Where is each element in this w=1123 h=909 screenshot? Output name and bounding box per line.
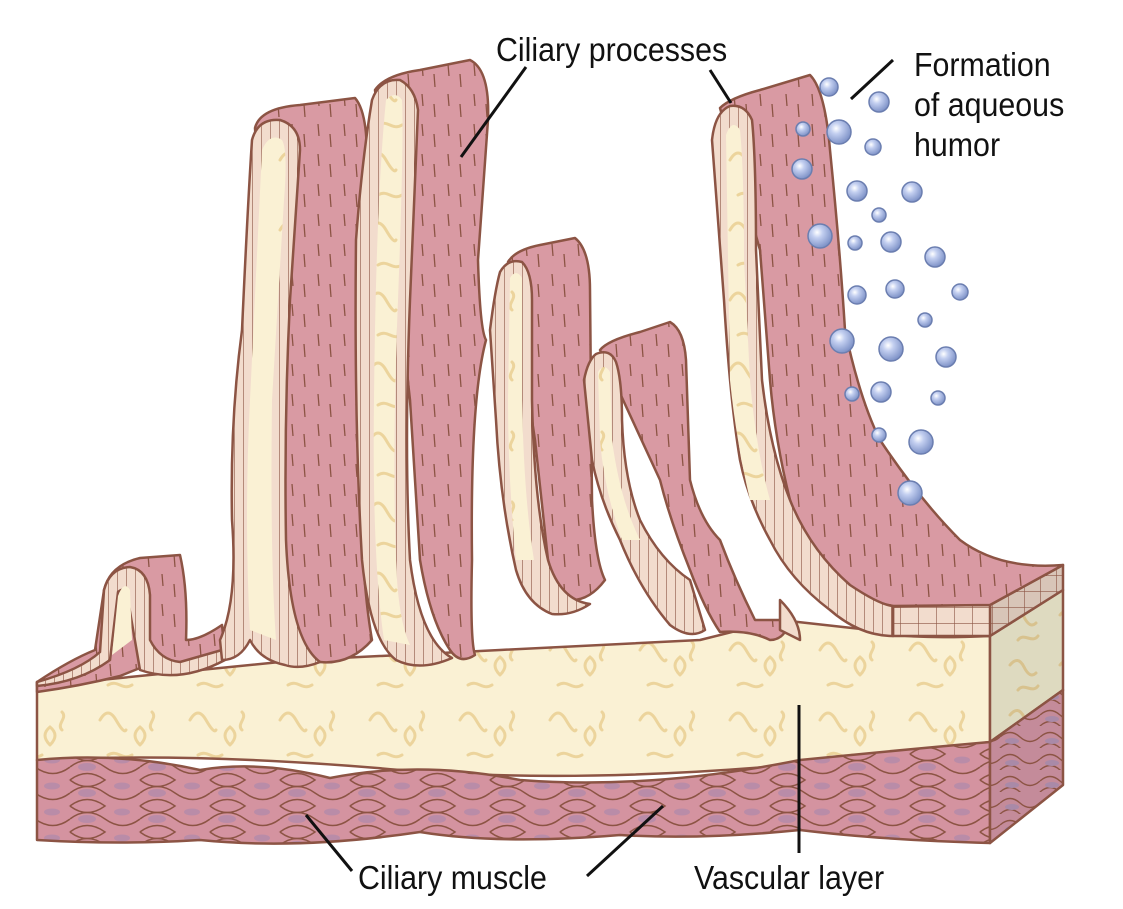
droplet [795, 121, 811, 137]
droplet [791, 158, 813, 180]
label-vascular-layer: Vascular layer [694, 859, 885, 896]
leader-lines [304, 58, 895, 878]
leader-aqueous-humor [849, 58, 895, 101]
droplet [868, 91, 890, 113]
droplet [908, 429, 934, 455]
leader-ciliary-muscle-right [585, 804, 665, 878]
droplet [924, 246, 946, 268]
aqueous-droplets [791, 77, 969, 506]
leader-ciliary-muscle-left [304, 814, 354, 872]
droplet [930, 390, 946, 406]
droplet [917, 312, 933, 328]
droplet [844, 386, 860, 402]
droplet [807, 223, 833, 249]
ciliary-process-2 [354, 58, 490, 667]
label-ciliary-processes: Ciliary processes [496, 31, 728, 68]
label-aqueous-line1: Formation [914, 46, 1051, 83]
droplet [935, 346, 957, 368]
droplet [880, 231, 902, 253]
ciliary-process-4 [582, 320, 792, 642]
label-aqueous-line2: of aqueous [914, 86, 1065, 123]
leader-ciliary-processes-right [708, 69, 733, 104]
ciliary-process-1 [218, 96, 374, 669]
droplet [826, 119, 852, 145]
droplet [846, 180, 868, 202]
ciliary-process-3 [488, 236, 607, 616]
droplet [885, 279, 905, 299]
droplet [951, 283, 969, 301]
droplet [871, 207, 887, 223]
ciliary-process-small [35, 553, 227, 694]
droplet [878, 336, 904, 362]
droplet [871, 427, 887, 443]
droplet [847, 235, 863, 251]
droplet [847, 285, 867, 305]
label-aqueous-line3: humor [914, 126, 1001, 163]
leader-ciliary-processes-left [459, 66, 528, 158]
droplet [819, 77, 839, 97]
droplet [870, 381, 892, 403]
label-ciliary-muscle: Ciliary muscle [358, 859, 547, 896]
droplet [864, 138, 882, 156]
droplet [897, 480, 923, 506]
droplet [901, 181, 923, 203]
droplet [829, 328, 855, 354]
